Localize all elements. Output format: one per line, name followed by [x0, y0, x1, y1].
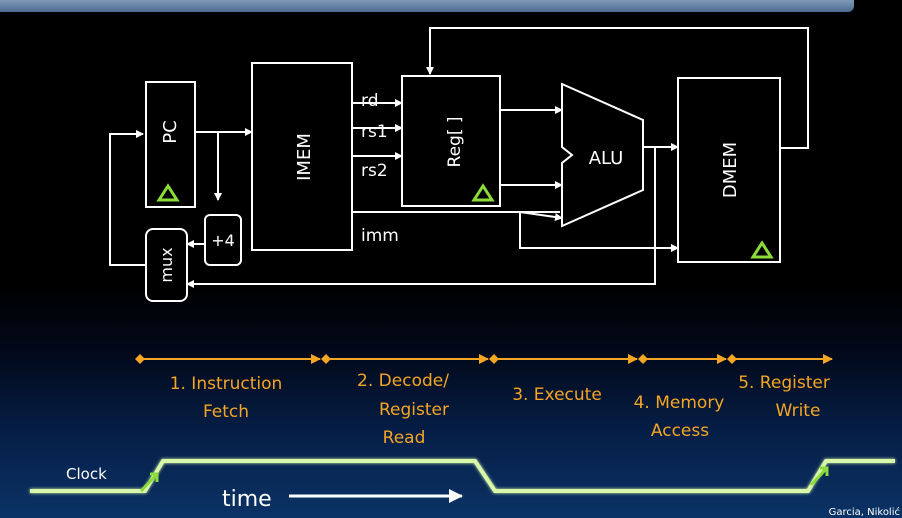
stage-3-label: 3. Execute: [512, 385, 602, 405]
rs1-label: rs1: [361, 122, 388, 142]
imm-label: imm: [361, 226, 399, 246]
clock-label: Clock: [66, 465, 107, 483]
stage-1-line1: 1. Instruction: [170, 374, 283, 394]
imem-label: IMEM: [294, 133, 315, 181]
author-credit: Garcia, Nikolić: [828, 507, 900, 518]
plus4-adder: [204, 214, 242, 266]
imem-block: [251, 62, 353, 251]
stage-2-line3: Read: [383, 428, 426, 448]
stage-4-line2: Access: [651, 421, 709, 441]
slide-title-bar: [0, 0, 854, 12]
alu-label: ALU: [589, 148, 624, 169]
dmem-clock-triangle-icon: [750, 240, 774, 259]
rs2-label: rs2: [361, 161, 388, 181]
pc-label: PC: [160, 120, 181, 143]
dmem-block: [677, 77, 781, 263]
clock-rising-edge-2-icon: [809, 466, 829, 487]
mux-label: mux: [157, 247, 176, 282]
pc-mux: [145, 228, 188, 302]
stage-1-line2: Fetch: [203, 402, 249, 422]
stage-2-line2: Register: [379, 400, 449, 420]
stage-4-line1: 4. Memory: [634, 393, 725, 413]
stage-2-line1: 2. Decode/: [357, 371, 449, 391]
datapath-wires: [109, 27, 809, 288]
stage-5-line2: Write: [776, 401, 821, 421]
plus4-label: +4: [211, 231, 235, 250]
alu-block: [561, 82, 644, 228]
reg-clock-triangle-icon: [471, 183, 495, 202]
pc-register: [145, 81, 196, 208]
clock-waveform: [30, 459, 895, 493]
clock-rising-edge-1-icon: [139, 472, 159, 493]
rd-label: rd: [361, 91, 378, 111]
stage-5-line1: 5. Register: [738, 373, 830, 393]
dmem-label: DMEM: [720, 142, 741, 198]
pc-clock-triangle-icon: [156, 183, 180, 202]
time-label: time: [222, 487, 272, 512]
reg-label: Reg[ ]: [445, 117, 465, 168]
